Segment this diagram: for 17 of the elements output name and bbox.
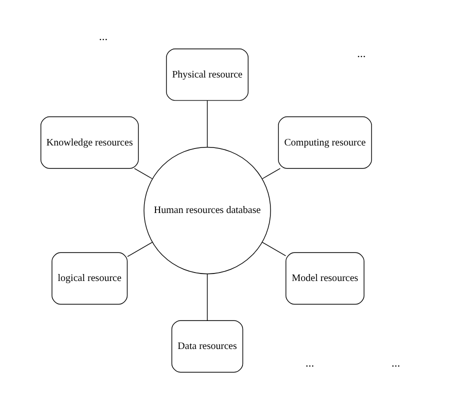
label: ... — [98, 30, 108, 43]
node-box: Knowledge resources — [40, 116, 138, 169]
label: ... — [305, 358, 314, 370]
connector — [134, 168, 152, 180]
connector — [261, 168, 280, 180]
connector — [206, 100, 208, 148]
node-circle: Human resources database — [143, 146, 270, 274]
node-box: logical resource — [51, 252, 128, 305]
label: ... — [391, 358, 400, 370]
node-box: Data resources — [170, 320, 243, 373]
node-box: Physical resource — [166, 48, 248, 101]
connector — [261, 242, 286, 256]
label: ... — [356, 48, 366, 60]
node-box: Model resources — [285, 252, 364, 305]
connector — [126, 242, 152, 257]
connector — [206, 274, 208, 321]
node-box: Computing resource — [278, 116, 372, 169]
